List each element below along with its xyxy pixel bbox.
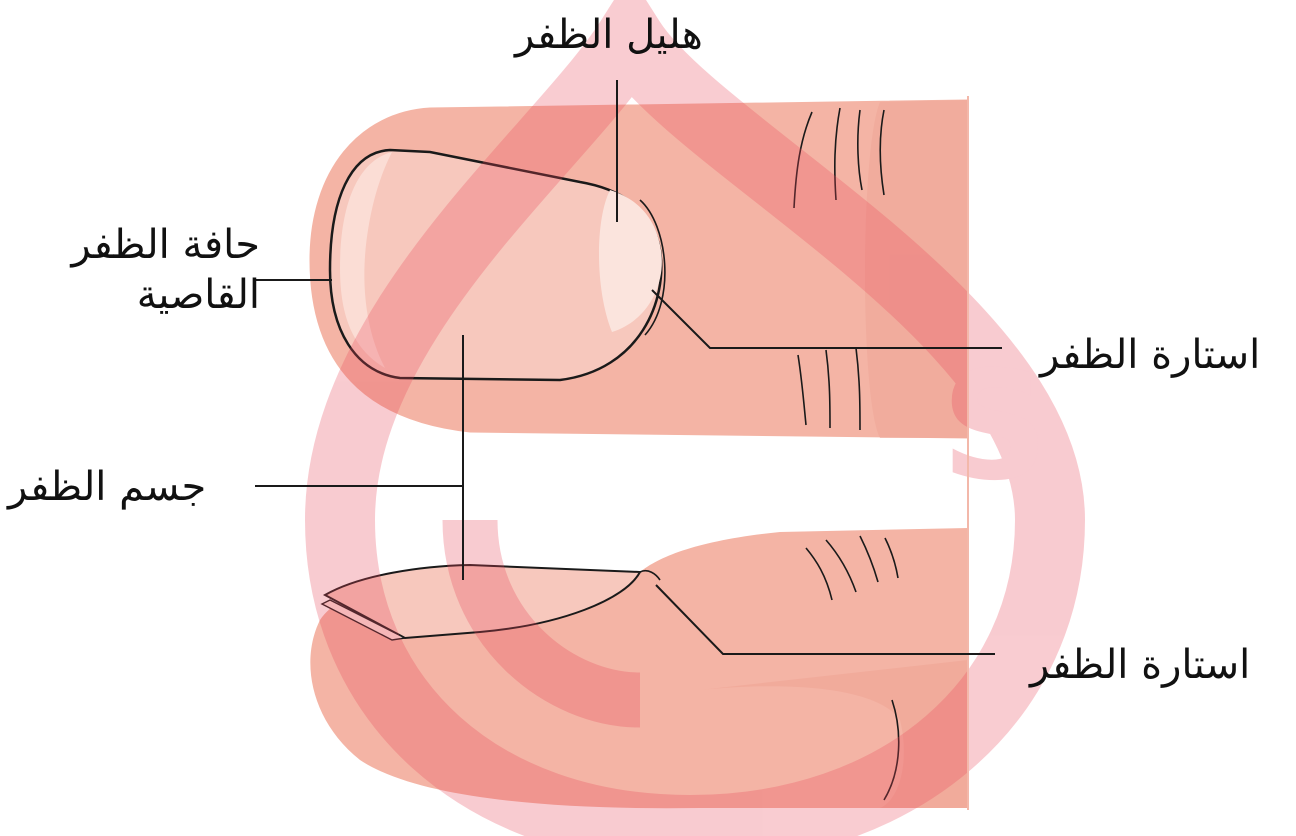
label-cuticle-top: استارة الظفر [1040, 330, 1260, 380]
label-lunula: هليل الظفر [515, 10, 703, 60]
watermark-letter: S [941, 340, 1049, 514]
label-cuticle-bottom: استارة الظفر [1030, 640, 1250, 690]
label-nail-body: جسم الظفر [8, 462, 206, 512]
label-free-edge-line2: القاصية [25, 270, 260, 320]
label-free-edge: حافة الظفر القاصية [25, 220, 260, 320]
label-free-edge-line1: حافة الظفر [25, 220, 260, 270]
